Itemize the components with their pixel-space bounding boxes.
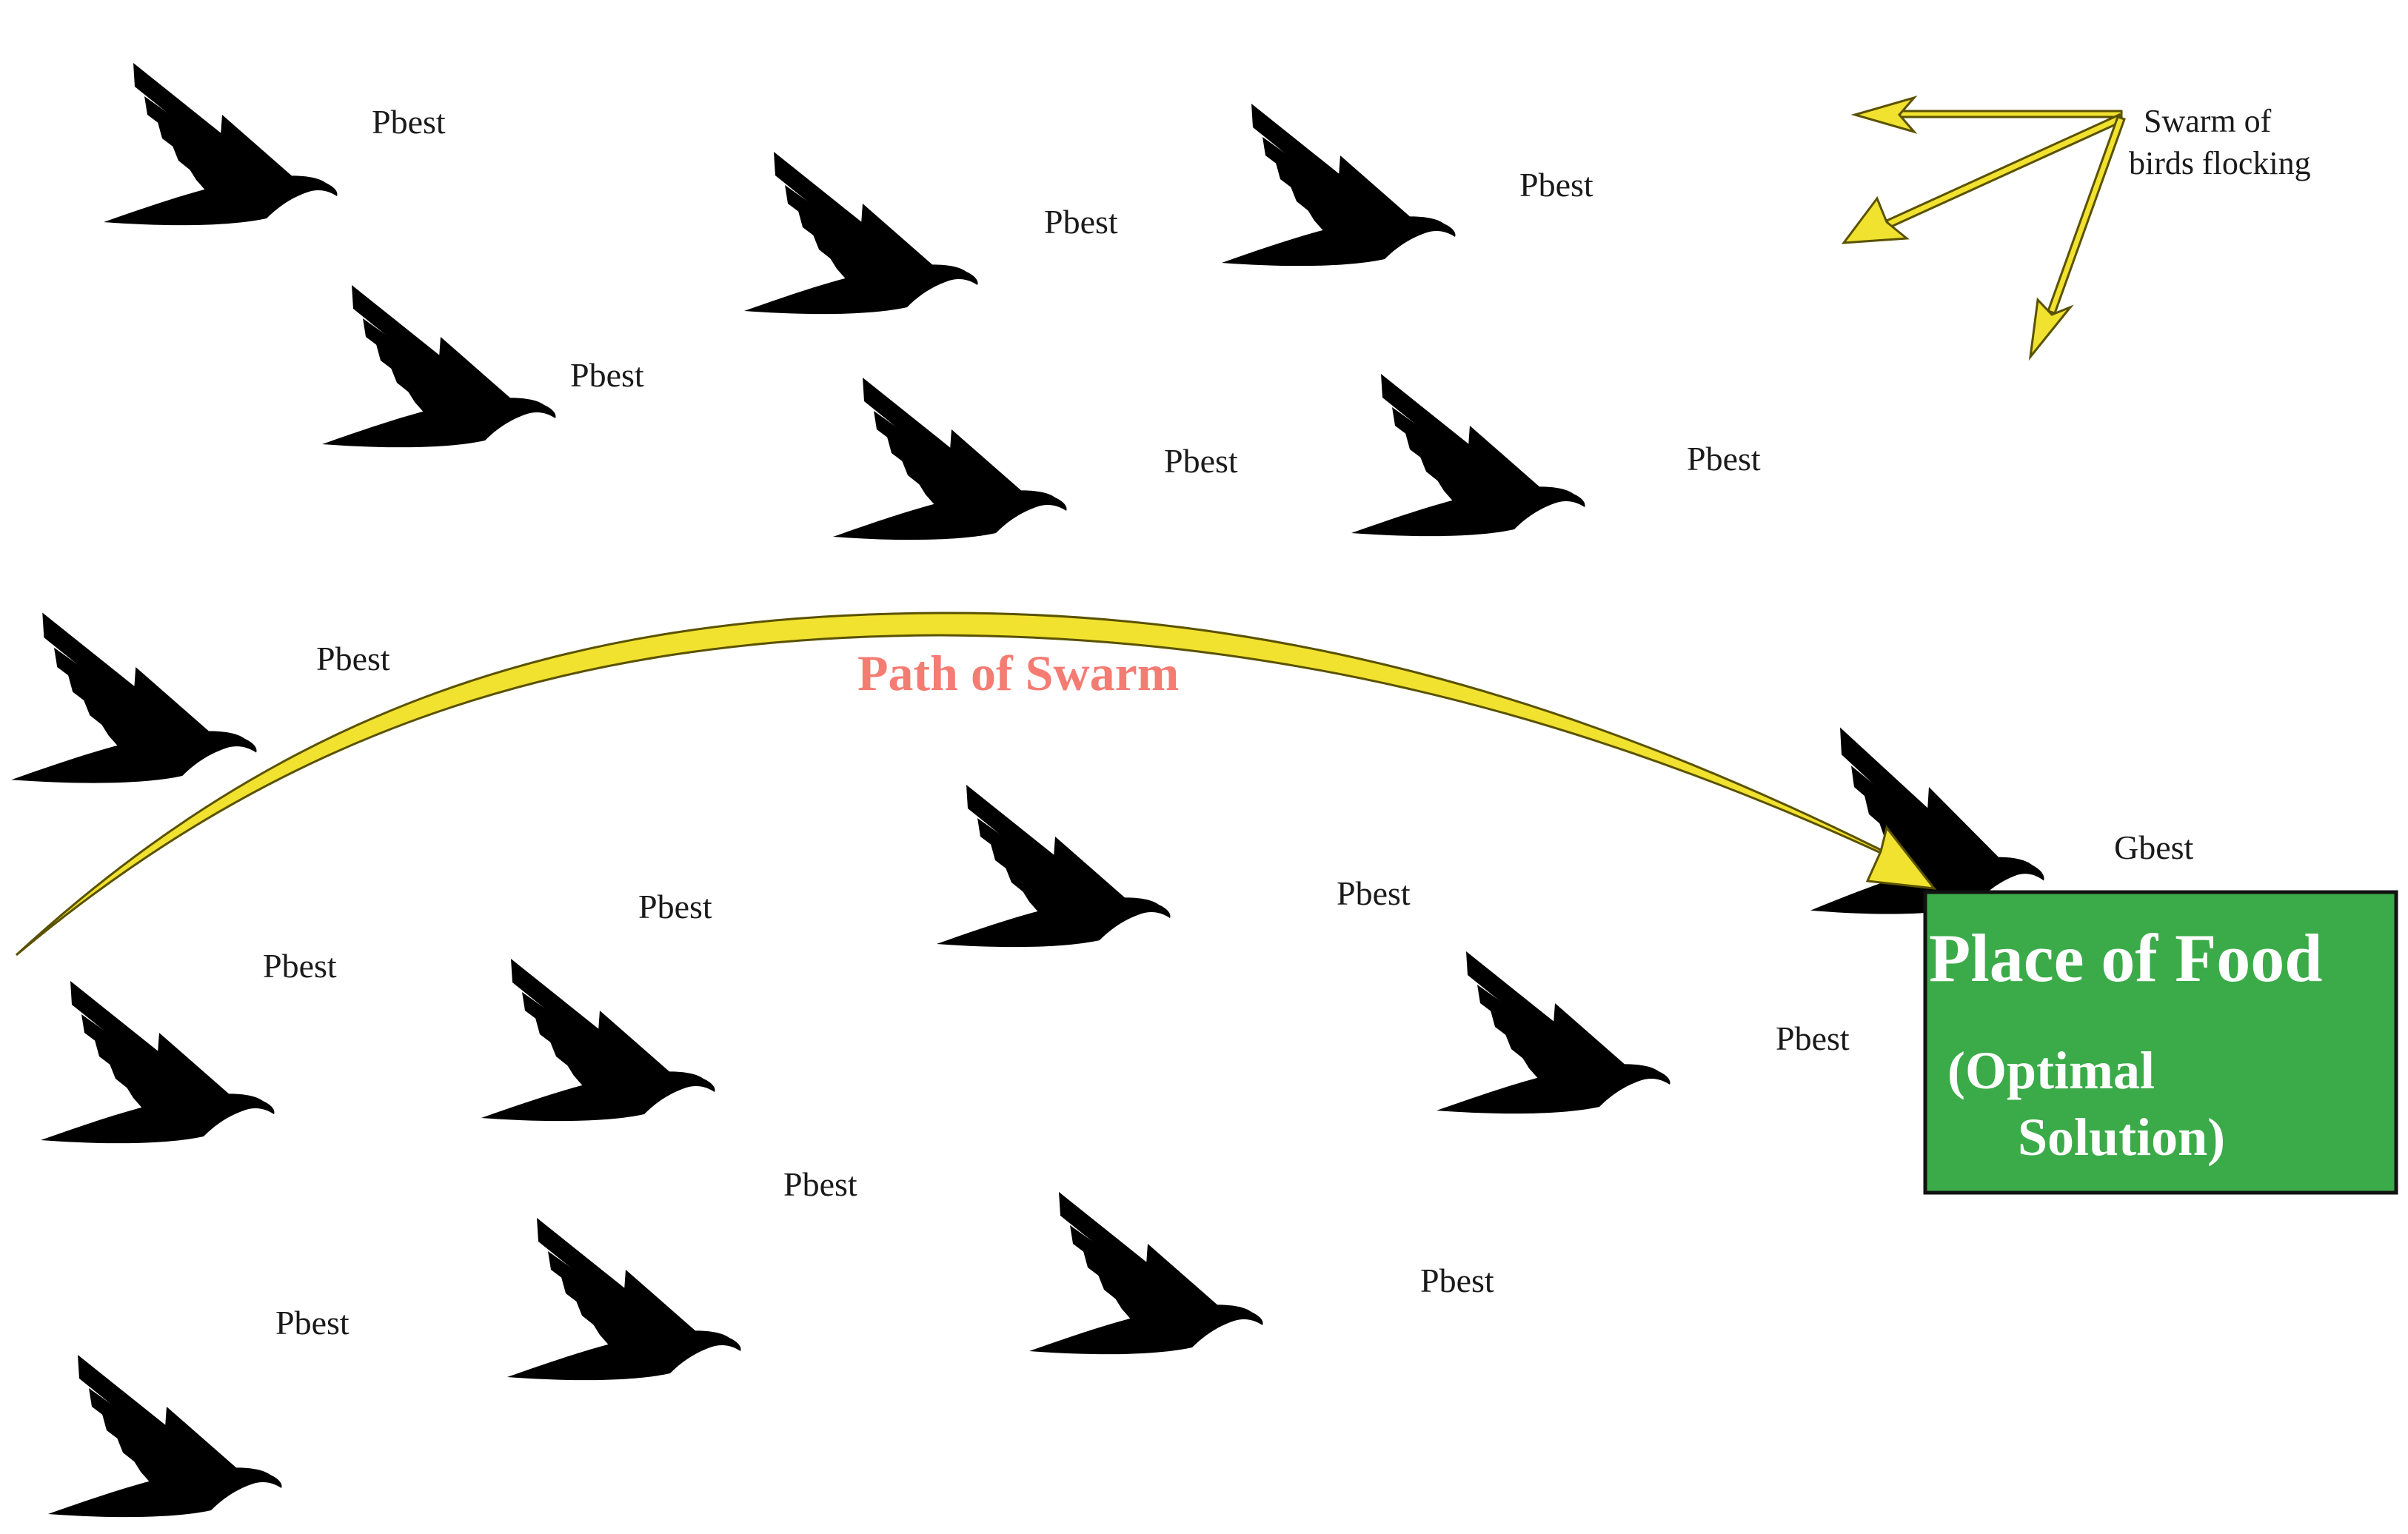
pbest-label: Pbest <box>1687 440 1761 478</box>
bird-icon <box>481 959 715 1122</box>
bird-icon <box>11 612 257 783</box>
pbest-label: Pbest <box>1044 203 1118 241</box>
bird-icon <box>833 378 1067 540</box>
bird-icon <box>48 1355 282 1518</box>
bird-icon <box>1437 951 1670 1114</box>
pbest-label: Pbest <box>1519 166 1593 204</box>
swarm-path-arrowhead-icon <box>1865 825 1937 890</box>
bird-icon <box>104 63 338 226</box>
pbest-label: Pbest <box>1337 874 1411 912</box>
gbest-label: Gbest <box>2114 828 2194 866</box>
pbest-label: Pbest <box>316 640 390 677</box>
swarm-path-arrow: Path of Swarm <box>15 612 1937 957</box>
pbest-label: Pbest <box>1776 1019 1850 1057</box>
bird-icon <box>744 152 978 315</box>
bird-icon <box>322 285 556 448</box>
bird-icon <box>507 1218 741 1381</box>
pbest-label: Pbest <box>638 888 712 925</box>
pbest-label: Pbest <box>372 103 446 141</box>
pbest-label: Pbest <box>570 356 644 394</box>
bird-icon <box>41 981 275 1144</box>
flocking-legend: Swarm of birds flocking <box>1841 96 2311 361</box>
path-of-swarm-label: Path of Swarm <box>857 645 1179 701</box>
food-box-bg <box>1923 890 2398 1195</box>
legend-line-1: Swarm of <box>2144 103 2272 139</box>
food-title: Place of Food <box>1929 920 2322 996</box>
pbest-label: Pbest <box>275 1304 350 1342</box>
pbest-label: Pbest <box>1420 1262 1494 1299</box>
legend-line-2: birds flocking <box>2129 145 2311 181</box>
flocking-arrows-icon <box>1841 96 2126 361</box>
bird-icon <box>1029 1192 1263 1355</box>
pbest-label: Pbest <box>783 1165 857 1203</box>
bird-icon <box>1351 374 1585 537</box>
food-subtitle-line-1: (Optimal <box>1947 1041 2155 1100</box>
bird-icon <box>1222 104 1456 267</box>
food-box: Place of Food (Optimal Solution) <box>1923 890 2398 1195</box>
pbest-labels: Pbest Pbest Pbest Pbest Pbest Pbest Pbes… <box>263 103 1850 1342</box>
pbest-label: Pbest <box>263 947 337 985</box>
food-subtitle-line-2: Solution) <box>2018 1108 2225 1167</box>
bird-icon <box>937 785 1171 948</box>
pbest-label: Pbest <box>1164 442 1238 480</box>
